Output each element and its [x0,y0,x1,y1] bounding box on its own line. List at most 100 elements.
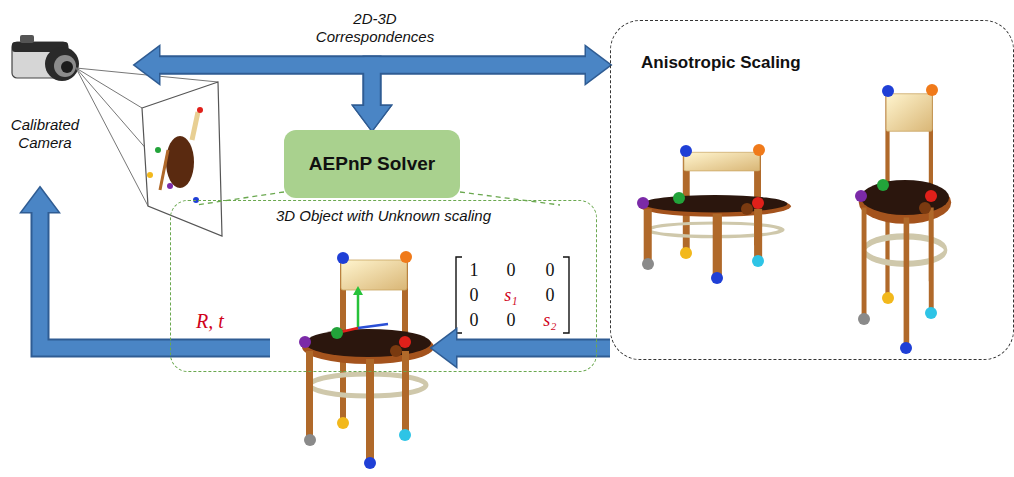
keypoint [399,336,411,348]
keypoint [337,417,349,429]
keypoint [399,429,411,441]
matrix-entry: 0 [457,284,491,306]
camera-lens [54,55,76,77]
keypoint [919,202,931,214]
arrowhead [135,47,159,83]
image-keypoint [167,183,173,189]
camera-lens [61,61,73,73]
keypoint [642,258,654,270]
object-region: 3D Object with Unknown scaling [170,200,597,372]
frustum-line [76,68,222,236]
matrix-cell: 0 [494,309,528,331]
keypoint [711,272,723,284]
arrowhead-outline [354,106,390,130]
matrix-cell: 0 [533,259,567,281]
keypoint [673,192,685,204]
arrowhead [586,47,610,83]
keypoint [753,144,765,156]
keypoint [400,251,412,263]
block-arrow [452,341,610,356]
image-chair [166,136,194,188]
node-title: Anisotropic Scaling [611,21,1013,73]
arrowhead [354,106,390,130]
connector-fills [22,47,610,366]
callout-line [196,192,284,205]
matrix-entry: 0 [494,309,528,331]
image-keypoint [155,147,161,153]
camera-lens [45,47,79,81]
arrowhead-outline [135,47,159,83]
node-title: 3D Object with Unknown scaling [171,201,596,224]
matrix-entry: s₁ [494,284,528,306]
chair [859,94,951,348]
arrowhead-outline [432,330,456,366]
axis [353,286,363,295]
matrix-bracket [456,257,462,333]
axis [358,324,388,328]
node-title: AEPnP Solver [309,153,435,175]
keypoint [926,84,938,96]
scaling-region: Anisotropic Scaling [610,20,1014,360]
keypoint [637,197,649,209]
matrix-cell: 0 [457,309,491,331]
keypoint [858,313,870,325]
view-frustum [76,68,222,236]
edge-label-holder: R, t [196,310,266,333]
keypoint [877,179,889,191]
callout-line [460,192,560,205]
keypoint [900,342,912,354]
matrix-cell: 0 [457,284,491,306]
matrix-entry: s₂ [533,309,567,331]
keypoint [364,457,376,469]
arrow-outline [452,339,610,358]
matrix-cell: 1 [457,259,491,281]
image-plane [142,82,222,236]
keypoints [299,251,412,469]
keypoint [741,203,753,215]
block-arrow [155,65,372,110]
camera-icon [12,35,79,81]
arrowhead-outline [22,188,58,212]
arrowhead [432,330,456,366]
keypoint [680,145,692,157]
keypoint [331,327,343,339]
arrowhead [22,188,58,212]
edge-label: 2D-3D Correspondences [308,10,442,46]
matrix-entry: 0 [533,284,567,306]
matrix-entry: 0 [494,259,528,281]
matrix-cell: s₂ [533,309,567,331]
keypoint [925,307,937,319]
connector-outlines [22,47,610,366]
pose-label: R, t [196,310,266,333]
matrix-entry: 0 [457,309,491,331]
camera-node: Calibrated Camera [5,28,135,188]
keypoint [752,255,764,267]
chair [639,152,791,278]
keypoint [390,345,402,357]
keypoint [299,336,311,348]
keypoint [752,197,764,209]
block-arrow [40,208,270,348]
image-chair [160,150,168,190]
image-keypoint [197,107,203,113]
arrowhead-outline [586,47,610,83]
keypoint [304,434,316,446]
image-chair [192,112,198,140]
keypoint [882,85,894,97]
arrow-outline [155,65,372,110]
arrowhead [354,106,390,130]
chair [302,260,434,463]
arrowhead-outline [354,106,390,130]
matrix-cell: 0 [533,284,567,306]
arrow-outline [372,65,590,110]
matrix-cell: s₁ [494,284,528,306]
keypoint [337,252,349,264]
block-arrow [372,65,590,110]
frustum-line [76,68,148,206]
node-title: Calibrated Camera [5,116,85,152]
keypoints [637,144,765,284]
keypoints [855,84,938,354]
